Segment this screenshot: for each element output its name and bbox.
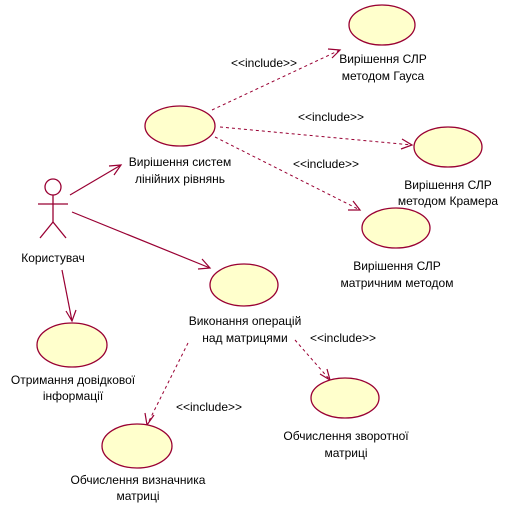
include-label-gauss: <<include>>: [231, 56, 297, 70]
usecase-gauss-method[interactable]: Вирішення СЛР методом Гауса: [339, 4, 427, 83]
svg-text:Обчислення зворотної: Обчислення зворотної: [283, 429, 409, 443]
svg-text:матричним методом: матричним методом: [341, 276, 454, 290]
include-cramer: [219, 126, 414, 150]
svg-text:Вирішення СЛР: Вирішення СЛР: [339, 52, 427, 66]
actor-right-leg: [52, 221, 67, 239]
usecase-cramer-method[interactable]: Вирішення СЛР методом Крамера: [398, 126, 498, 208]
include-label-matrix-method: <<include>>: [293, 157, 359, 171]
usecase-inverse-matrix[interactable]: Обчислення зворотної матриці: [283, 377, 409, 460]
usecase-determinant[interactable]: Обчислення визначника матриці: [71, 423, 206, 503]
svg-text:матриці: матриці: [116, 489, 159, 503]
svg-text:Вирішення систем: Вирішення систем: [129, 155, 231, 169]
include-matrix-method: [214, 136, 362, 211]
svg-text:інформації: інформації: [43, 389, 104, 403]
svg-text:над матрицями: над матрицями: [202, 331, 288, 345]
svg-text:Отримання довідкової: Отримання довідкової: [11, 373, 136, 387]
svg-text:Вирішення СЛР: Вирішення СЛР: [404, 178, 492, 192]
usecase-help-information[interactable]: Отримання довідкової інформації: [11, 322, 136, 403]
actor-head: [44, 178, 62, 196]
actor-figure[interactable]: [38, 178, 68, 239]
svg-text:лінійних рівнянь: лінійних рівнянь: [135, 172, 225, 186]
svg-text:Виконання операцій: Виконання операцій: [189, 314, 302, 328]
include-label-cramer: <<include>>: [298, 110, 364, 124]
usecase-matrix-operations[interactable]: Виконання операцій над матрицями: [189, 263, 302, 345]
actor-label: Користувач: [21, 251, 85, 265]
usecase-solve-linear-systems[interactable]: Вирішення систем лінійних рівнянь: [129, 105, 231, 186]
svg-text:матриці: матриці: [324, 446, 367, 460]
usecase-matrix-method[interactable]: Вирішення СЛР матричним методом: [341, 207, 454, 290]
svg-text:Обчислення визначника: Обчислення визначника: [71, 473, 206, 487]
svg-text:Вирішення СЛР: Вирішення СЛР: [353, 259, 441, 273]
include-inverse: [294, 339, 331, 382]
actor-left-leg: [39, 221, 54, 239]
include-label-determinant: <<include>>: [176, 400, 242, 414]
association-matrix-ops: [71, 211, 212, 270]
association-help: [61, 269, 77, 323]
include-label-inverse: <<include>>: [310, 331, 376, 345]
include-gauss: [211, 48, 342, 111]
svg-text:методом Гауса: методом Гауса: [342, 69, 425, 83]
svg-text:методом Крамера: методом Крамера: [398, 194, 498, 208]
association-solve: [69, 164, 123, 196]
